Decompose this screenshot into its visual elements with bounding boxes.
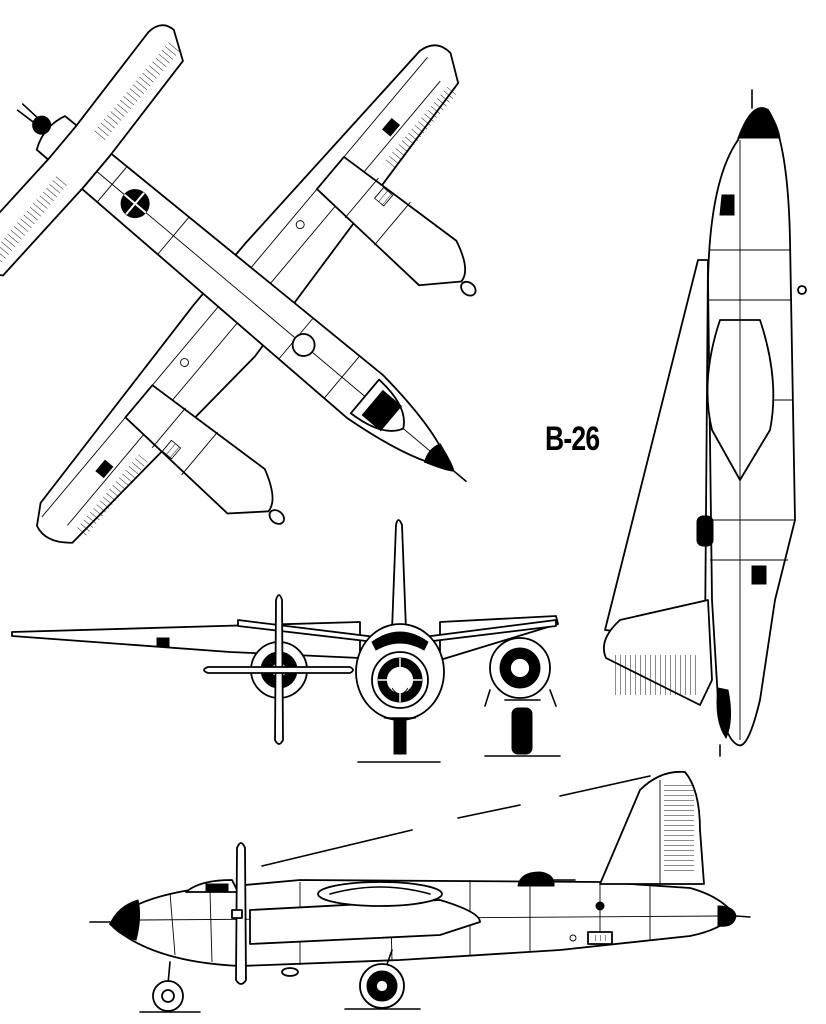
plan-spinner-right xyxy=(268,509,285,525)
side-tail-gun-position xyxy=(717,905,737,927)
side-dorsal-turret xyxy=(517,871,555,887)
underside-view xyxy=(602,89,807,757)
front-vertical-fin xyxy=(391,519,407,631)
side-view xyxy=(89,770,751,1013)
plan-elevator-left xyxy=(93,40,182,141)
plan-fuselage-roundel xyxy=(291,333,316,357)
vertical-view-turret xyxy=(696,515,714,547)
vertical-view-wing xyxy=(604,259,709,641)
plan-aileron-right xyxy=(74,454,148,539)
plan-engine-nacelle-left xyxy=(316,156,467,287)
aircraft-designation-label: B-26 xyxy=(545,420,600,458)
side-wing-fairing xyxy=(317,881,443,907)
plan-engine-nacelle-right xyxy=(124,384,274,515)
front-view xyxy=(11,519,561,763)
vertical-view-nose-cap xyxy=(737,107,781,139)
front-wing-left xyxy=(11,621,361,659)
plan-tail-gun-position xyxy=(32,115,52,135)
front-main-wheel-right xyxy=(511,707,533,755)
front-canopy-frame xyxy=(371,631,429,651)
plan-view xyxy=(0,24,477,544)
plan-cockpit-frame xyxy=(361,389,402,432)
plan-nose-cone xyxy=(424,443,455,472)
side-engine-nacelle xyxy=(249,899,481,945)
vertical-view-elevator xyxy=(612,655,698,695)
plan-elevator-right xyxy=(0,174,69,276)
side-rudder xyxy=(664,784,694,872)
front-nose-wheel xyxy=(393,717,407,755)
plan-aileron-left xyxy=(382,86,457,172)
side-nose-cone xyxy=(109,899,141,941)
plan-tailplane xyxy=(0,24,184,277)
plan-spinner-left xyxy=(460,280,477,297)
